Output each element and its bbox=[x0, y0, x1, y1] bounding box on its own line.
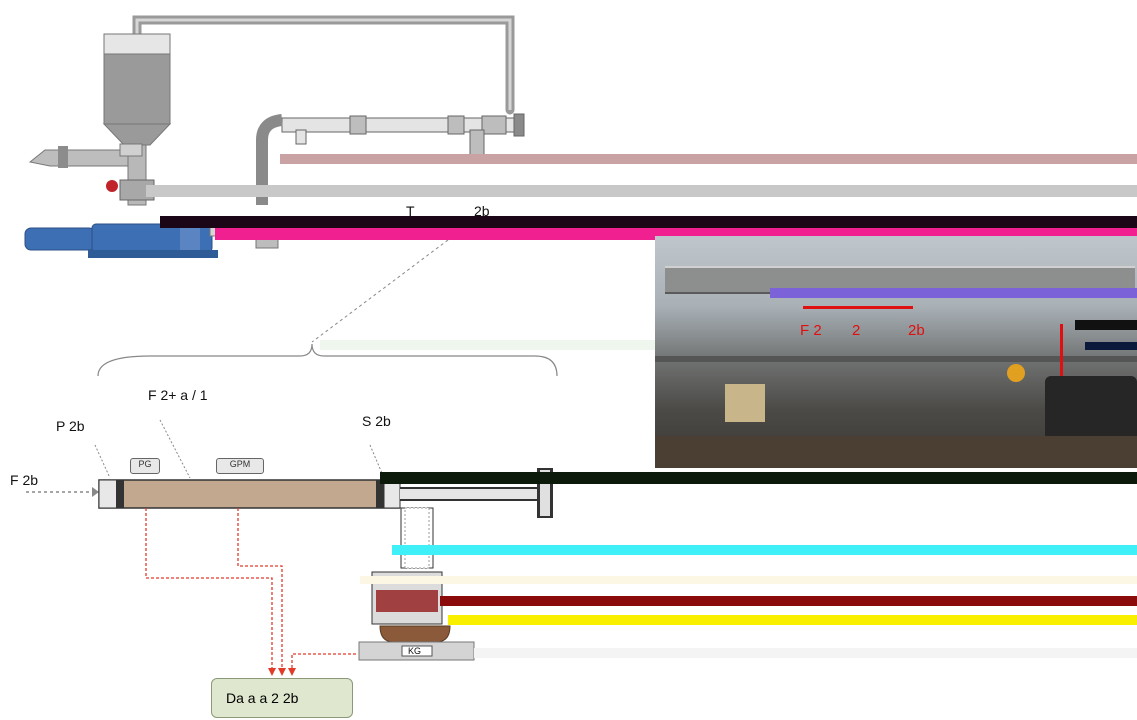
photo-shelf bbox=[655, 356, 1137, 362]
band-gray bbox=[146, 185, 1137, 197]
photo-caption-c: 2b bbox=[908, 322, 925, 339]
return-pipe-highlight bbox=[135, 18, 512, 110]
photo-caption-b: 2 bbox=[852, 322, 861, 339]
band-cream bbox=[360, 576, 1137, 584]
photo-blue-band bbox=[1085, 342, 1137, 350]
band-yellow bbox=[448, 615, 1137, 625]
bracket-label: F 2+ a / 1 bbox=[148, 387, 208, 403]
drain-pipe bbox=[371, 507, 443, 625]
return-pipe bbox=[132, 15, 515, 115]
lab-photo bbox=[655, 236, 1137, 468]
band-cyan bbox=[392, 545, 1137, 555]
pump-icon bbox=[24, 223, 218, 258]
photo-red-arrow-v bbox=[1060, 324, 1063, 384]
photo-black-band bbox=[1075, 320, 1137, 330]
flow-label: F 2b bbox=[10, 472, 39, 488]
band-darkred bbox=[440, 596, 1137, 606]
bracket bbox=[97, 343, 558, 377]
band-gray-2 bbox=[474, 648, 1137, 658]
inlet-pipe bbox=[28, 143, 143, 168]
left-p-label: P 2b bbox=[56, 418, 85, 434]
top-t-label: T bbox=[406, 203, 415, 219]
flowmeter-gauge: GPM bbox=[216, 458, 264, 474]
signal-arrows bbox=[268, 668, 296, 676]
band-darkgreen bbox=[380, 472, 1137, 484]
photo-caption-a: F 2 bbox=[800, 322, 822, 339]
arrow-icon bbox=[26, 487, 99, 497]
right-s-label: S 2b bbox=[362, 413, 391, 429]
signal-lines bbox=[145, 508, 356, 670]
photo-bucket bbox=[1007, 364, 1025, 382]
top-2b-label: 2b bbox=[474, 203, 490, 219]
gauge-pg-label: PG bbox=[138, 459, 152, 469]
photo-red-arrow-h bbox=[803, 306, 913, 309]
gauge-gpm-label: GPM bbox=[229, 459, 251, 469]
photo-band bbox=[770, 288, 1137, 298]
band-light bbox=[320, 340, 655, 350]
photo-floor bbox=[655, 436, 1137, 468]
gauge-icon: PG bbox=[130, 458, 160, 474]
zoom-line bbox=[311, 239, 449, 343]
photo-box bbox=[725, 384, 765, 422]
daq-box: Da a a 2 2b bbox=[211, 678, 353, 718]
band-pink bbox=[280, 154, 1137, 164]
scale-icon bbox=[358, 625, 475, 661]
band-black bbox=[160, 216, 1137, 228]
scale-label: KG bbox=[408, 646, 422, 656]
tank-icon bbox=[102, 33, 172, 206]
manifold-pipe bbox=[256, 113, 525, 205]
daq-label: Da a a 2 2b bbox=[226, 690, 299, 706]
photo-equipment bbox=[1045, 376, 1137, 446]
